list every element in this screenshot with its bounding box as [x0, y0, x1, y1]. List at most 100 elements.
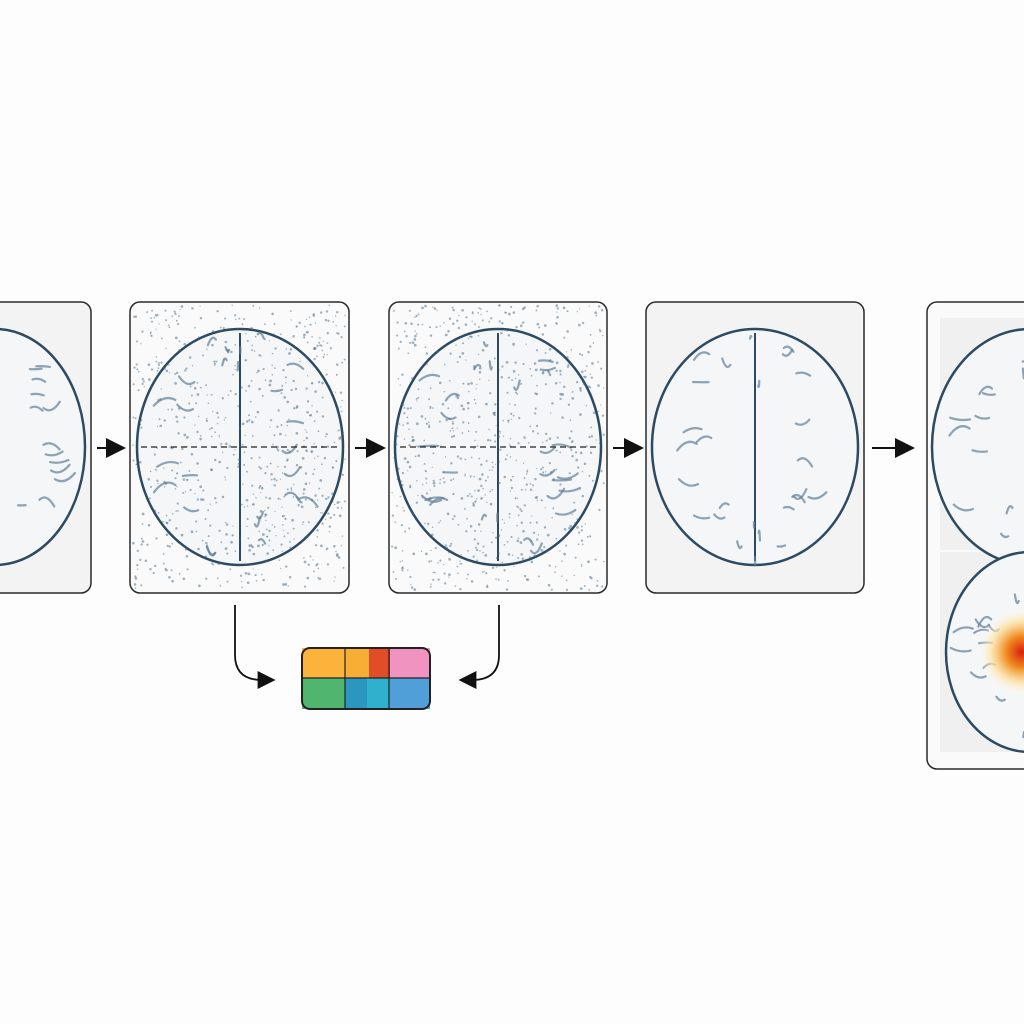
brain-fold — [152, 396, 177, 407]
brain-fold — [31, 377, 47, 383]
brain-fold — [757, 529, 762, 542]
brain-fold — [42, 400, 61, 412]
brain-fold — [248, 544, 254, 549]
brain-fold — [420, 494, 443, 503]
brain-fold — [270, 388, 284, 393]
brain-input — [0, 327, 87, 567]
brain-fold — [44, 450, 64, 457]
brain-fold — [796, 457, 814, 468]
brain-fold — [156, 460, 179, 468]
brain-denoised — [650, 327, 860, 567]
brain-fold — [537, 359, 554, 364]
brain-fold — [176, 403, 195, 412]
brain-fold — [152, 481, 177, 494]
brain-fold — [1022, 730, 1024, 739]
brain-fold — [35, 365, 52, 369]
brain-fold — [556, 472, 579, 480]
brain-fold — [551, 443, 572, 449]
brain-fold — [977, 615, 993, 628]
brain-fold — [177, 375, 196, 386]
brain-fold — [676, 440, 698, 452]
brain-fold — [30, 392, 45, 397]
brain-outline — [930, 327, 1024, 567]
palette-swatch — [302, 648, 345, 678]
brain-fold — [429, 497, 449, 506]
brain-noisy-2 — [391, 304, 605, 591]
brain-fold — [952, 626, 974, 634]
palette-swatch — [345, 648, 369, 678]
brain-fold — [257, 538, 267, 545]
brain-fold — [183, 506, 200, 513]
brain-fold — [995, 695, 1006, 702]
brain-fold — [418, 373, 441, 382]
brain-fold — [529, 542, 543, 555]
brain-fold — [297, 496, 319, 508]
brain-fold — [757, 379, 761, 389]
curved-arrow-left — [234, 605, 276, 689]
brain-fold — [28, 367, 43, 371]
brain-fold — [695, 435, 713, 444]
brain-fold — [551, 478, 573, 482]
palette-swatch — [367, 678, 390, 709]
brain-fold — [539, 469, 556, 477]
curved-arrow-right — [458, 605, 500, 689]
brain-fold — [29, 405, 44, 412]
brain-fold — [206, 336, 218, 347]
brain-fold — [49, 463, 71, 474]
brain-fold — [776, 544, 787, 548]
brain-fold — [971, 449, 989, 453]
brain-fold — [948, 425, 971, 437]
brain-fold — [677, 478, 700, 487]
brain-fold — [791, 493, 806, 504]
brain-fold — [513, 379, 521, 391]
brain-fold — [736, 540, 743, 550]
brain-fold — [981, 392, 996, 396]
brain-fold — [42, 442, 61, 451]
palette-swatch — [390, 648, 430, 678]
brain-fold — [782, 505, 795, 511]
palette-swatch — [302, 678, 345, 709]
brain-fold — [38, 496, 56, 508]
brain-fold — [692, 514, 711, 520]
brain-fold — [999, 532, 1010, 539]
brain-fold — [286, 420, 305, 425]
brain-fold — [181, 474, 199, 478]
brain-fold — [236, 360, 240, 372]
brain-fold — [205, 544, 217, 557]
brain-fold — [523, 537, 535, 546]
brain-fold — [949, 646, 972, 653]
brain-output-top — [930, 327, 1024, 567]
brain-fold — [792, 488, 808, 500]
brain-fold — [444, 392, 460, 402]
brain-fold — [283, 466, 301, 478]
brain-fold — [718, 502, 730, 510]
brain-fold — [952, 503, 974, 512]
activation-heatmap — [977, 607, 1024, 697]
brain-fold — [748, 334, 753, 340]
brain-fold — [713, 513, 726, 520]
brain-fold — [682, 427, 703, 434]
brain-fold — [49, 458, 70, 464]
brain-fold — [488, 360, 493, 371]
brain-fold — [53, 471, 77, 483]
brain-noisy-1 — [132, 304, 346, 589]
brain-fold — [978, 385, 994, 396]
brain-fold — [554, 508, 577, 516]
color-palette-block — [301, 647, 431, 710]
brain-output-heatmap — [944, 550, 1024, 754]
brain-outline — [944, 550, 1024, 754]
brain-fold — [721, 357, 732, 369]
brain-fold — [253, 516, 261, 528]
brain-fold — [482, 341, 489, 348]
brain-fold — [417, 444, 440, 448]
brain-fold — [558, 486, 582, 493]
brain-fold — [692, 351, 711, 361]
palette-swatch — [369, 648, 390, 678]
brain-fold — [480, 513, 488, 521]
brain-fold — [286, 362, 305, 370]
brain-fold — [974, 414, 991, 420]
brain-fold — [795, 371, 812, 377]
brain-fold — [1013, 593, 1020, 605]
brain-fold — [1005, 505, 1014, 515]
